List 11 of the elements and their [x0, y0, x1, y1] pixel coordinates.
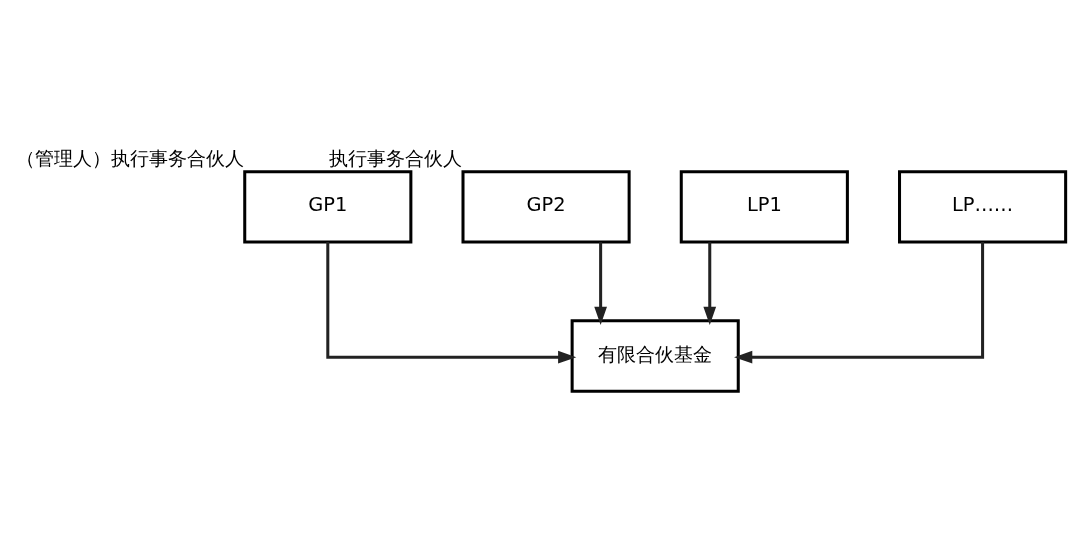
node-label: （管理人）执行事务合伙人 [15, 146, 244, 170]
arrow [703, 241, 717, 325]
node-label: 执行事务合伙人 [329, 146, 463, 170]
node-box: GP1 [243, 169, 413, 243]
node-box: LP…… [898, 169, 1068, 243]
node-box: 有限合伙基金 [570, 318, 740, 393]
node-box: LP1 [679, 169, 849, 243]
node-box: GP2 [461, 169, 631, 243]
arrow [734, 241, 985, 364]
arrow [326, 241, 577, 364]
arrow [594, 241, 607, 325]
